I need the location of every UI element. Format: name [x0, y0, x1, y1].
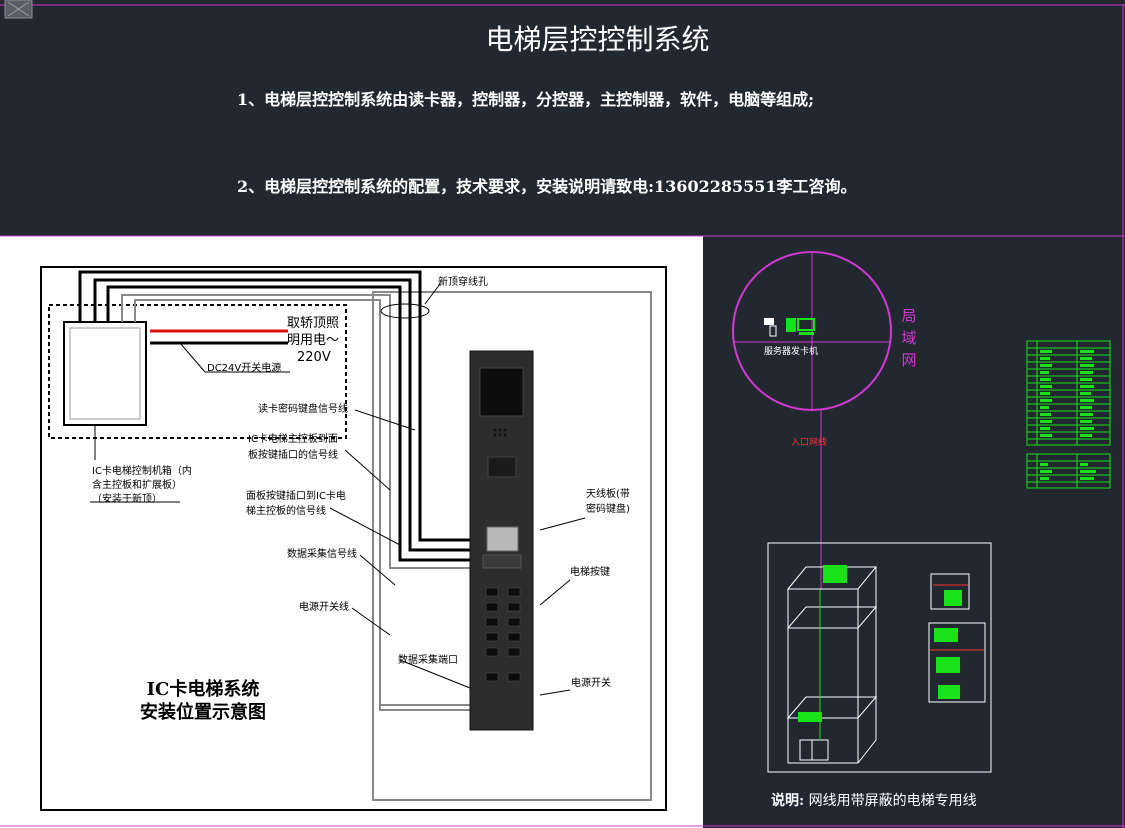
panel-signal-label-2: 板按键插口的信号线 [248, 448, 338, 461]
panel-signal-label-1: IC卡电梯主控板到面 [248, 432, 338, 445]
power-supply-label-1: 取轿顶照 [287, 316, 339, 331]
power-supply-label-2: 明用电～ [287, 333, 339, 348]
equipment-legend-table [1026, 340, 1111, 489]
power-switch-wire-label: 电源开关线 [299, 600, 349, 613]
elevator-button-label: 电梯按键 [570, 565, 610, 578]
panel-to-ic-label-2: 梯主控板的信号线 [246, 504, 326, 517]
access-network-label: 入口网线 [790, 438, 827, 448]
drawing-frame [0, 4, 1125, 828]
cabinet-label-1: IC卡电梯控制机箱（内 [92, 464, 192, 477]
lan-label: 局域网 [901, 307, 917, 369]
roof-hole-label: 新顶穿线孔 [438, 275, 488, 288]
antenna-label-2: 密码键盘) [586, 502, 630, 515]
power-supply-label-3: 220V [297, 350, 331, 365]
description-line-2: 2、电梯层控控制系统的配置，技术要求，安装说明请致电:13602285551李工… [237, 177, 857, 196]
note-prefix: 说明: [771, 793, 805, 809]
installation-diagram-panel [0, 236, 703, 828]
cabinet-label-3: （安装于新顶） [92, 492, 162, 505]
dc24v-label: DC24V开关电源 [207, 361, 281, 374]
panel-to-ic-label-1: 面板按键插口到IC卡电 [246, 489, 346, 502]
server-computer-icon [764, 318, 815, 337]
diagram-title-line-1: IC卡电梯系统 [146, 679, 260, 700]
data-signal-label: 数据采集信号线 [287, 547, 357, 560]
shaft-green-devices [798, 565, 962, 722]
diagram-title-line-2: 安装位置示意图 [140, 702, 266, 723]
server-label: 服务器发卡机 [764, 347, 819, 357]
note: 说明: 网线用带屏蔽的电梯专用线 [771, 790, 977, 810]
elevator-panel [469, 350, 534, 731]
cabinet-label-2: 含主控板和扩展板） [92, 478, 182, 491]
installation-schematic [40, 266, 667, 811]
card-signal-label: 读卡密码键盘信号线 [258, 402, 348, 415]
shaft-red-wires [930, 584, 984, 651]
lan-circle [732, 251, 892, 590]
elevator-shaft-drawing [767, 542, 992, 773]
antenna-label-1: 天线板(带 [586, 487, 630, 500]
description-line-1: 1、电梯层控控制系统由读卡器，控制器，分控器，主控制器，软件，电脑等组成; [237, 90, 815, 109]
power-switch-label: 电源开关 [571, 676, 611, 689]
page-title: 电梯层控控制系统 [485, 23, 710, 56]
diagram-title: IC卡电梯系统 安装位置示意图 [128, 678, 278, 724]
data-port-label: 数据采集端口 [398, 653, 458, 666]
note-text: 网线用带屏蔽的电梯专用线 [808, 793, 977, 809]
